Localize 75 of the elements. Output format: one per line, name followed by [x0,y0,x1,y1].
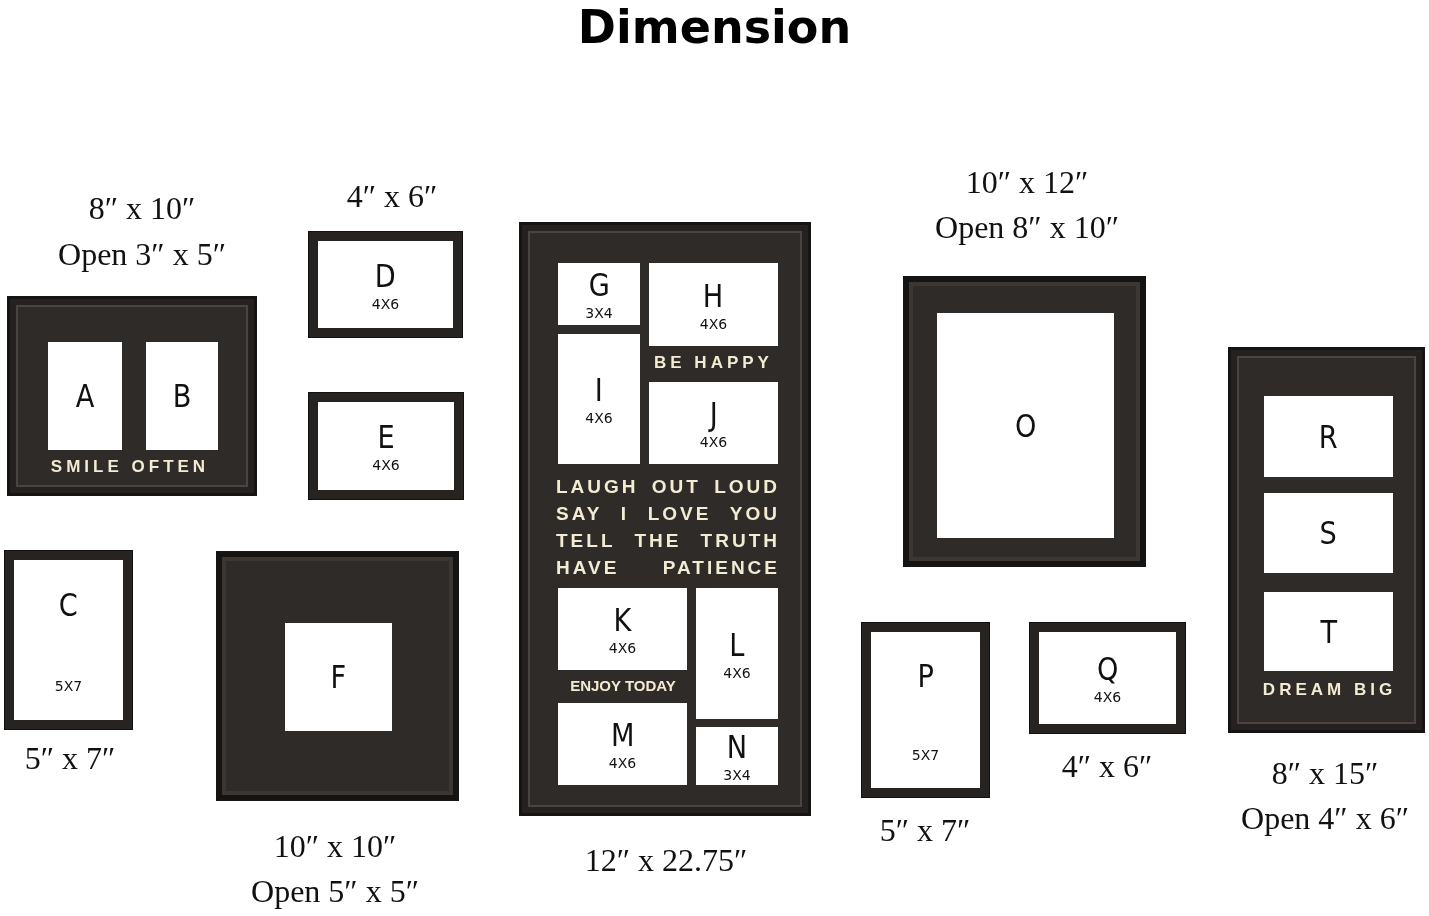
opening-letter: O [1014,407,1037,444]
picture-frame [1228,347,1425,733]
size-label: 4X6 [371,295,400,312]
opening-letter: P [917,657,934,694]
photo-opening [146,342,218,450]
dimension-label: 8″ x 15″ [1271,755,1379,791]
photo-opening [558,263,640,325]
opening-letter: I [595,372,603,408]
dimension-label: 10″ x 10″ [273,828,397,864]
opening-letter: H [703,277,724,314]
opening-letter: E [377,419,395,455]
photo-opening [696,727,778,785]
dimension-label: 12″ x 22.75″ [584,842,748,878]
dimension-label: 5″ x 7″ [879,812,971,848]
motto-text: DREAM BIG [1261,679,1398,701]
opening-letter: K [613,602,632,638]
size-label: 4X6 [1093,689,1122,705]
photo-opening [649,263,778,346]
size-label: 3X4 [585,305,613,321]
opening-letter: A [75,378,95,414]
photo-opening [558,334,640,464]
dimension-label: Open 5″ x 5″ [251,873,419,909]
opening-letter: L [729,626,745,663]
photo-opening [696,588,778,719]
title: Dimension [576,0,853,54]
picture-frame [519,222,811,816]
motto-text: BE HAPPY [653,352,774,374]
motto-text: ENJOY TODAY [569,676,677,696]
dimension-label: 4″ x 6″ [346,178,438,214]
size-label: 4X6 [723,664,751,681]
opening-letter: J [709,396,718,432]
opening-letter: C [59,586,78,623]
size-label: 4X6 [699,315,728,332]
size-label: 3X4 [723,767,751,783]
size-label: 4X6 [608,640,637,656]
opening-letter: Q [1096,651,1119,687]
photo-opening [1264,493,1393,573]
size-label: 4X6 [608,755,637,771]
dimension-label: Open 4″ x 6″ [1241,800,1409,836]
dimension-label: 8″ x 10″ [88,190,196,226]
dimension-label: Open 8″ x 10″ [935,209,1119,245]
dimension-label: 4″ x 6″ [1061,748,1153,784]
picture-frame [7,296,257,496]
picture-frame [309,393,463,499]
size-label: 5X7 [911,746,940,763]
opening-letter: F [330,659,347,695]
size-label: 4X6 [585,410,613,426]
photo-opening [1264,592,1393,671]
photo-opening [558,588,687,670]
picture-frame [216,551,459,801]
dimension-label: Open 3″ x 5″ [58,236,226,272]
dimension-label: 5″ x 7″ [24,740,116,776]
size-label: 5X7 [54,677,83,694]
photo-opening [649,382,778,464]
photo-opening [48,342,122,450]
opening-letter: N [726,729,748,765]
opening-letter: M [610,717,635,753]
picture-frame [309,232,462,337]
picture-frame [862,623,989,797]
dimension-label: 10″ x 12″ [965,164,1089,200]
opening-letter: R [1319,418,1338,455]
opening-letter: T [1320,613,1337,650]
photo-opening [1264,396,1393,477]
picture-frame [1030,623,1185,733]
picture-frame [5,551,132,729]
motto-text: SMILE OFTEN [49,456,211,478]
size-label: 4X6 [699,434,728,450]
opening-letter: G [588,267,610,303]
size-label: 4X6 [372,457,400,473]
opening-letter: S [1319,515,1338,551]
photo-opening [558,703,687,785]
opening-letter: D [375,257,396,294]
picture-frame [903,276,1146,567]
motto-text: LAUGH OUT LOUD SAY I LOVE YOU TELL THE TRUTH HAVE PATIENCE [556,475,780,580]
opening-letter: B [172,378,192,414]
